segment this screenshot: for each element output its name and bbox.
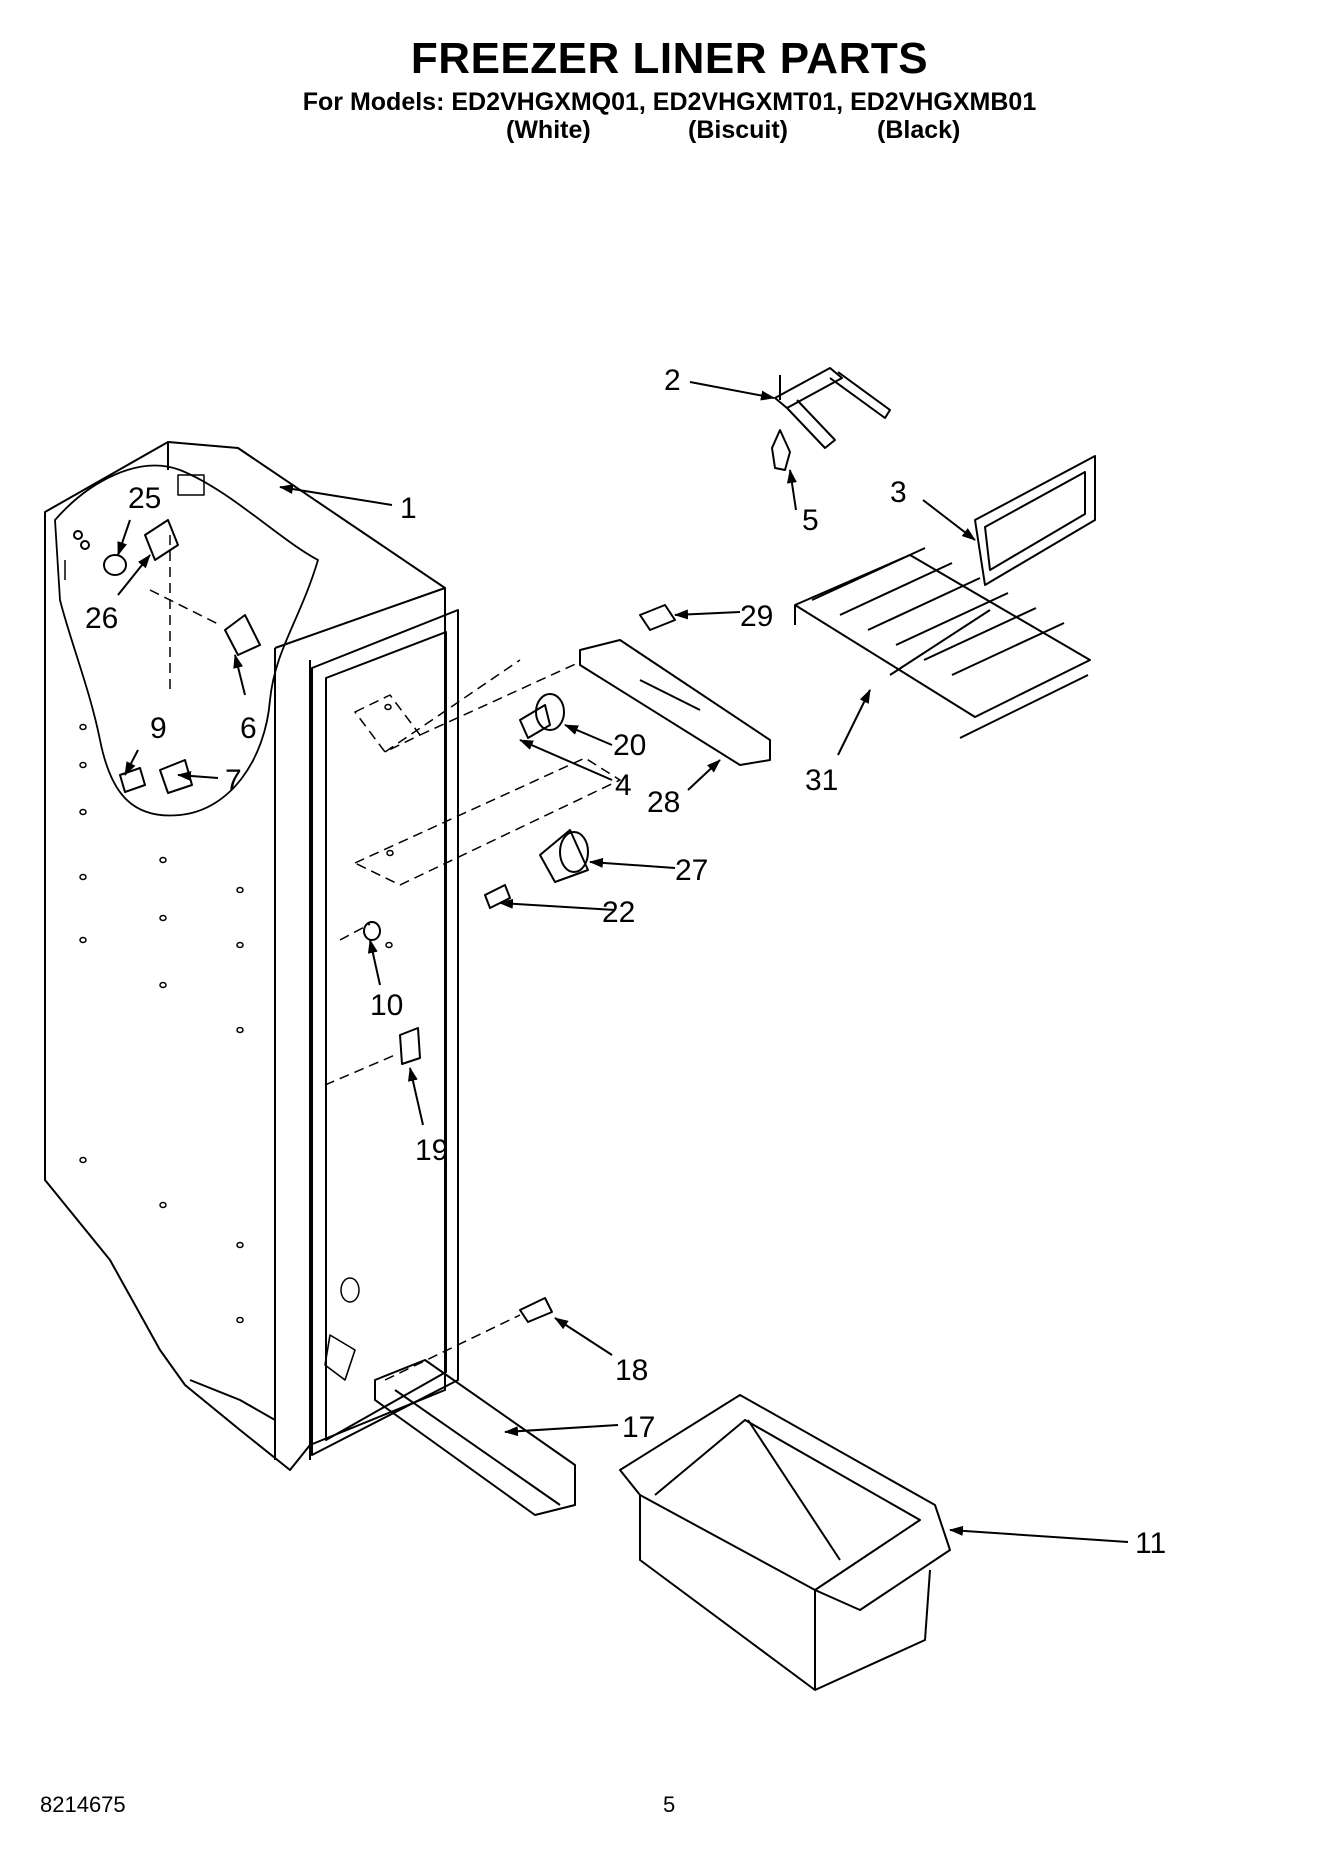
ice-bin	[619, 1394, 951, 1691]
page-number: 5	[663, 1792, 676, 1817]
callout-18: 18	[615, 1354, 648, 1387]
callout-31: 31	[805, 764, 838, 797]
wire-shelf	[794, 547, 1091, 739]
callout-4: 4	[615, 769, 632, 802]
callout-20: 20	[613, 729, 646, 762]
callout-29: 29	[740, 600, 773, 633]
callout-25: 25	[128, 482, 161, 515]
light-assembly	[103, 519, 261, 794]
models-line: For Models: ED2VHGXMQ01, ED2VHGXMT01, ED…	[302, 88, 1037, 116]
part-number: 8214675	[40, 1792, 126, 1817]
shelf-bracket	[771, 367, 891, 471]
shelf-rail	[579, 604, 771, 766]
page-title: FREEZER LINER PARTS	[410, 34, 929, 83]
callout-9: 9	[150, 712, 167, 745]
color-white: (White)	[506, 116, 591, 144]
color-biscuit: (Biscuit)	[688, 116, 788, 144]
callout-28: 28	[647, 786, 680, 819]
callout-7: 7	[225, 764, 242, 797]
callout-26: 26	[85, 602, 118, 635]
callout-19: 19	[415, 1134, 448, 1167]
callout-17: 17	[622, 1411, 655, 1444]
callout-11: 11	[1135, 1527, 1166, 1560]
callout-6: 6	[240, 712, 257, 745]
glide-assembly	[519, 693, 565, 739]
lower-cover	[374, 1297, 576, 1516]
callout-22: 22	[602, 896, 635, 929]
color-black: (Black)	[877, 116, 961, 144]
shelf-front-panel	[974, 455, 1096, 586]
callout-2: 2	[664, 364, 681, 397]
callout-3: 3	[890, 476, 907, 509]
rail-bracket	[484, 829, 589, 909]
freezer-liner-cabinet	[44, 441, 621, 1471]
callout-1: 1	[400, 492, 417, 525]
callout-5: 5	[802, 504, 819, 537]
callout-27: 27	[675, 854, 708, 887]
callout-10: 10	[370, 989, 403, 1022]
